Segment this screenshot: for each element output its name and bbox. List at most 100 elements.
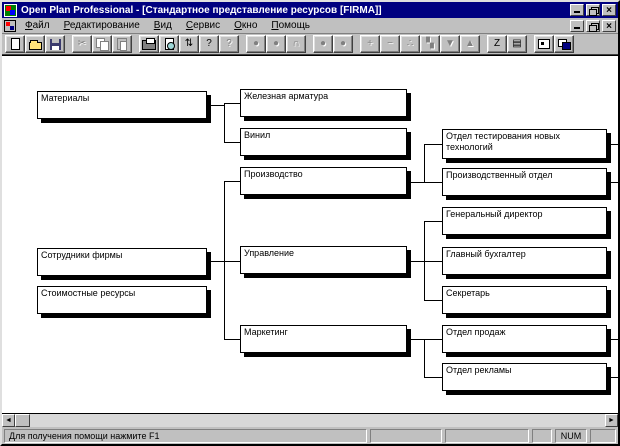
menu-view[interactable]: Вид: [153, 20, 172, 31]
remove-button[interactable]: −: [380, 35, 400, 53]
child-close-button[interactable]: ×: [602, 19, 616, 32]
help-button[interactable]: ?: [199, 35, 219, 53]
scrollbar-thumb[interactable]: [15, 414, 30, 427]
menu-tools[interactable]: Сервис: [185, 20, 221, 31]
child-minimize-button[interactable]: [570, 19, 584, 32]
node-arch-button[interactable]: ∩: [286, 35, 306, 53]
open-button[interactable]: [25, 35, 45, 53]
tree-node-testing-dept[interactable]: Отдел тестирования новых технологий: [442, 129, 607, 159]
connector-line: [224, 103, 240, 104]
notes-icon: ▤: [512, 38, 522, 49]
close-icon: ×: [606, 5, 612, 16]
print-button[interactable]: [139, 35, 159, 53]
scroll-right-button[interactable]: ►: [605, 414, 618, 427]
tree-node-materials[interactable]: Материалы: [37, 91, 207, 119]
cut-button[interactable]: ✂: [72, 35, 92, 53]
connector-line: [611, 377, 618, 378]
restore-button[interactable]: [586, 4, 600, 16]
menu-window[interactable]: Окно: [234, 20, 258, 31]
window-split-button[interactable]: [534, 35, 554, 53]
window-arrange-button[interactable]: [554, 35, 574, 53]
title-bar: Open Plan Professional - [Стандартное пр…: [2, 2, 618, 18]
circle-icon: ●: [252, 38, 260, 49]
tree-node-label: Генеральный директор: [446, 209, 543, 219]
num-lock-indicator: NUM: [555, 428, 587, 443]
circle-query-icon: ●: [272, 38, 280, 49]
connector-line: [424, 300, 442, 301]
menu-file[interactable]: Файл: [25, 20, 50, 31]
tree-node-cost-resources[interactable]: Стоимостные ресурсы: [37, 286, 207, 314]
context-help-icon: ?: [226, 38, 232, 49]
paste-button[interactable]: [112, 35, 132, 53]
tree-node-advertising-dept[interactable]: Отдел рекламы: [442, 363, 607, 391]
node-circle-3-button[interactable]: ●: [333, 35, 353, 53]
window-arrange-icon: [557, 38, 571, 50]
add-button[interactable]: +: [360, 35, 380, 53]
arrow-up-icon: ▲: [465, 38, 475, 49]
context-help-button[interactable]: ?: [219, 35, 239, 53]
node-circle-query-button[interactable]: ●: [266, 35, 286, 53]
close-button[interactable]: ×: [602, 4, 616, 16]
zigzag-button[interactable]: Z: [487, 35, 507, 53]
tree-node-label: Управление: [244, 248, 295, 258]
save-button[interactable]: [45, 35, 65, 53]
tree-node-sales-dept[interactable]: Отдел продаж: [442, 325, 607, 353]
paste-clipboard-icon: [117, 38, 127, 51]
connector-line: [224, 142, 240, 143]
tree-node-label: Железная арматура: [244, 91, 329, 101]
resource-tree-canvas: Материалы Сотрудники фирмы Стоимостные р…: [2, 55, 618, 414]
tree-node-iron[interactable]: Железная арматура: [240, 89, 407, 117]
tree-node-management[interactable]: Управление: [240, 246, 407, 274]
tree-node-label: Винил: [244, 130, 271, 140]
node-circle-button[interactable]: ●: [246, 35, 266, 53]
connector-line: [224, 103, 225, 143]
toolbar: ✂ ⇅ ? ? ● ● ∩ ● ● + − ∴ ▚ ▼ ▲ Z ▤: [2, 34, 618, 55]
menu-edit[interactable]: Редактирование: [63, 20, 140, 31]
tree-node-label: Производственный отдел: [446, 170, 553, 180]
scroll-left-button[interactable]: ◄: [2, 414, 15, 427]
node-circle-2-button[interactable]: ●: [313, 35, 333, 53]
tree-node-label: Материалы: [41, 93, 90, 103]
status-message: Для получения помощи нажмите F1: [4, 428, 367, 443]
minimize-button[interactable]: [570, 4, 584, 16]
tree-node-employees[interactable]: Сотрудники фирмы: [37, 248, 207, 276]
tree-node-marketing[interactable]: Маркетинг: [240, 325, 407, 353]
levels-button[interactable]: ▚: [420, 35, 440, 53]
tree-node-label: Стоимостные ресурсы: [41, 288, 136, 298]
tree-node-secretary[interactable]: Секретарь: [442, 286, 607, 314]
move-up-button[interactable]: ▲: [460, 35, 480, 53]
notes-button[interactable]: ▤: [507, 35, 527, 53]
scatter-button[interactable]: ∴: [400, 35, 420, 53]
child-close-icon: ×: [606, 20, 612, 32]
tree-node-production-dept[interactable]: Производственный отдел: [442, 168, 607, 196]
scroll-left-icon: ◄: [5, 417, 12, 424]
menu-help[interactable]: Помощь: [271, 20, 311, 31]
arch-icon: ∩: [292, 38, 300, 49]
printer-icon: [142, 38, 156, 50]
connector-line: [424, 221, 425, 301]
plus-icon: +: [367, 38, 373, 49]
new-button[interactable]: [5, 35, 25, 53]
connector-line: [424, 221, 442, 222]
window-split-icon: [538, 39, 550, 49]
child-restore-button[interactable]: [586, 19, 600, 32]
horizontal-scrollbar[interactable]: ◄ ►: [2, 414, 618, 427]
tree-node-production[interactable]: Производство: [240, 167, 407, 195]
update-button[interactable]: ⇅: [179, 35, 199, 53]
tree-node-general-director[interactable]: Генеральный директор: [442, 207, 607, 235]
tree-node-label: Отдел тестирования новых технологий: [446, 131, 561, 152]
copy-icon: [96, 38, 109, 51]
tree-node-vinyl[interactable]: Винил: [240, 128, 407, 156]
zigzag-icon: Z: [493, 38, 501, 49]
print-preview-button[interactable]: [159, 35, 179, 53]
document-window-icon[interactable]: [4, 19, 16, 32]
connector-line: [224, 181, 225, 340]
copy-button[interactable]: [92, 35, 112, 53]
status-panel: [590, 428, 616, 443]
move-down-button[interactable]: ▼: [440, 35, 460, 53]
tree-node-chief-accountant[interactable]: Главный бухгалтер: [442, 247, 607, 275]
connector-line: [424, 144, 425, 183]
app-icon[interactable]: [4, 3, 17, 17]
connector-line: [611, 144, 618, 145]
connector-line: [611, 339, 618, 340]
